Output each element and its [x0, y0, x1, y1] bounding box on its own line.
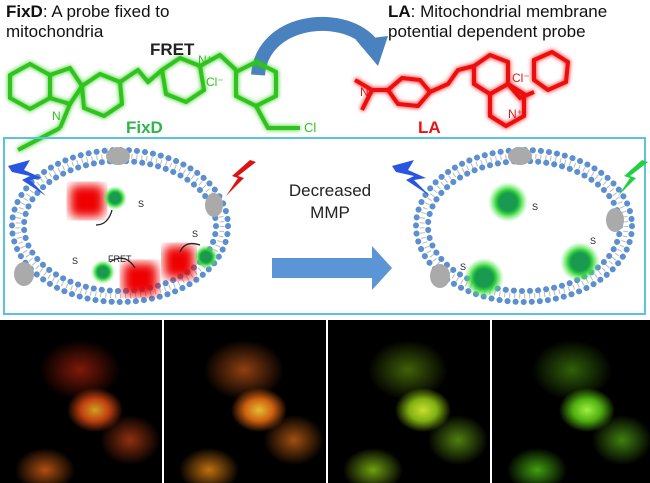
la-structure [353, 49, 571, 129]
green-lightning-icon [618, 160, 648, 196]
la-desc-line1: : Mitochondrial membrane [410, 2, 608, 21]
fixd-desc-line2: mitochondria [6, 22, 104, 41]
decreased-mmp-label: Decreased MMP [280, 180, 380, 224]
sulfur-label: S [138, 199, 144, 209]
micrograph-panel-4 [492, 320, 650, 483]
fixd-probe-dot [464, 258, 504, 298]
right-mitochondrion: S S S [413, 147, 635, 305]
la-n: N [360, 85, 369, 99]
fixd-probe-dot [488, 182, 528, 222]
la-name: LA [388, 2, 411, 21]
fixd-probe-dot [91, 260, 115, 284]
fixd-n: N [52, 109, 61, 123]
arrow-label-line2: MMP [310, 203, 350, 222]
sulfur-label: S [460, 262, 466, 272]
la-probe-dot [70, 185, 104, 217]
fixd-structure [8, 52, 300, 152]
left-mitochondrion: FRET S S S [9, 147, 231, 305]
fret-arrowhead [356, 36, 388, 66]
arrow-label-line1: Decreased [288, 181, 372, 200]
protein-icon [508, 147, 532, 165]
fixd-chloride: Cl [304, 120, 316, 135]
protein-icon [205, 193, 223, 217]
la-nitrogen: N⁺ [508, 107, 523, 121]
protein-icon [14, 262, 34, 286]
la-label: LA [418, 118, 441, 137]
sulfur-label: S [72, 256, 78, 266]
la-desc-line2: potential dependent probe [388, 22, 586, 41]
scheme-border [3, 137, 646, 315]
fixd-nitrogen: N⁺ [198, 53, 213, 67]
protein-icon [606, 208, 624, 232]
micrograph-panel-3 [328, 320, 490, 483]
inner-fret-label: FRET [108, 254, 132, 264]
fixd-probe-dot [560, 242, 600, 282]
fret-label: FRET [150, 40, 195, 59]
fixd-name: FixD [6, 2, 43, 21]
fixd-probe-dot [194, 245, 218, 269]
la-probe-dot [164, 246, 194, 278]
micrograph-panel-2 [164, 320, 326, 483]
decreased-mmp-arrow [272, 246, 392, 290]
protein-icon [106, 147, 130, 165]
sulfur-label: S [192, 229, 198, 239]
fixd-label: FixD [126, 118, 163, 137]
fret-arc-arrow [251, 16, 376, 77]
micrograph-panel-1 [0, 320, 162, 483]
protein-icon [430, 264, 450, 288]
fixd-probe-dot [103, 186, 127, 210]
la-probe-dot [123, 263, 157, 295]
sulfur-label: S [590, 236, 596, 246]
fixd-desc-line1: : A probe fixed to [42, 2, 170, 21]
blue-lightning-icon [392, 160, 430, 196]
fixd-counterion: Cl⁻ [206, 75, 224, 89]
la-counterion: Cl⁻ [512, 71, 530, 85]
blue-lightning-icon [8, 160, 46, 196]
red-lightning-icon [226, 160, 256, 196]
sulfur-label: S [532, 202, 538, 212]
